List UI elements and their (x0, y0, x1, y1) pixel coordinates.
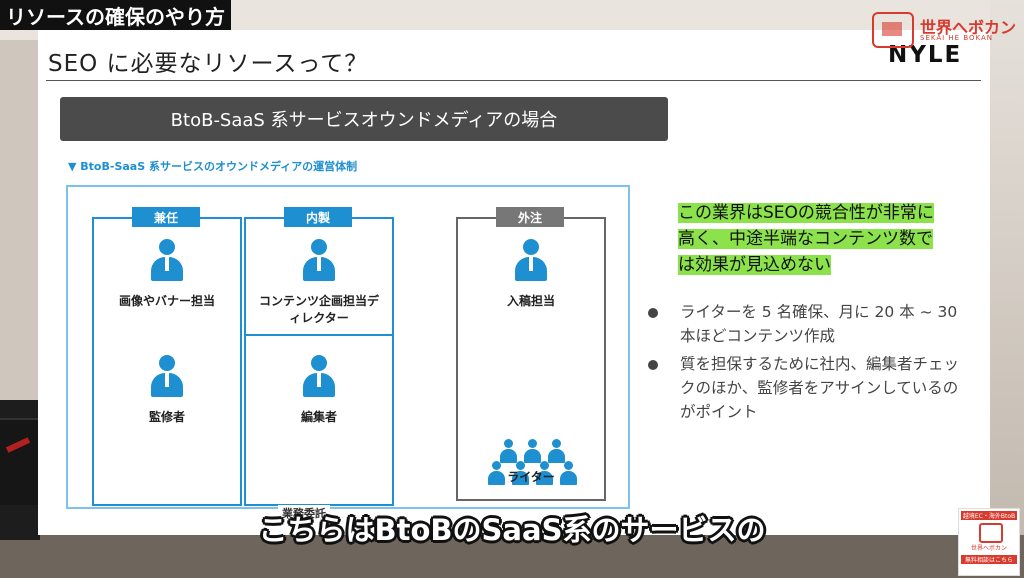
channel-subname: SEKAI HE BOKAN (920, 34, 994, 42)
chat-bubble-icon (872, 12, 914, 48)
column-tag: 内製 (284, 207, 352, 227)
list-item: 質を担保するために社内、編集者チェックのほか、監修者をアサインしているのがポイン… (642, 352, 972, 424)
list-item: ライターを 5 名確保、月に 20 本 ~ 30 本ほどコンテンツ作成 (642, 300, 972, 348)
person-icon (289, 239, 349, 287)
role-label: コンテンツ企画担当ディレクター (258, 294, 379, 325)
diagram-heading: ▼ BtoB-SaaS 系サービスのオウンドメディアの運営体制 (68, 160, 358, 173)
column-kennin: 兼任 画像やバナー担当 監修者 (92, 207, 242, 506)
column-tag: 兼任 (132, 207, 200, 227)
person-icon (137, 355, 197, 403)
slide-title: SEO に必要なリソースって？ (48, 51, 369, 77)
section-banner: BtoB-SaaS 系サービスオウンドメディアの場合 (60, 97, 668, 141)
chat-bubble-icon (979, 523, 1003, 543)
person-icon (137, 239, 197, 287)
role-label: 画像やバナー担当 (118, 294, 215, 308)
bullet-icon (648, 308, 658, 318)
writers-group-icon (482, 439, 582, 491)
column-divider (246, 334, 392, 336)
seo-emphasis: SEO (763, 203, 798, 223)
role-label: 入稿担当 (506, 294, 555, 308)
highlight-callout: この業界はSEOの競合性が非常に高く、中途半端なコンテンツ数では効果が見込めない (678, 203, 934, 275)
person-icon (289, 355, 349, 403)
role-label: 監修者 (148, 410, 185, 424)
presentation-slide: SEO に必要なリソースって？ NYLE BtoB-SaaS 系サービスオウンド… (38, 30, 990, 535)
video-subtitle: こちらはBtoBのSaaS系のサービスの (258, 513, 766, 547)
bullet-icon (648, 360, 658, 370)
laptop-image (0, 418, 38, 505)
channel-logo: 世界へボカン SEKAI HE BOKAN (872, 12, 1017, 48)
column-naisei: 内製 コンテンツ企画担当ディレクター 編集者 (244, 207, 394, 506)
column-gaichu: 外注 入稿担当 ライター (456, 207, 606, 501)
desk-background (0, 535, 1024, 578)
video-chapter-label: リソースの確保のやり方 (0, 0, 231, 30)
role-label: ライター (507, 470, 555, 484)
channel-name: 世界へボカン (920, 18, 1017, 37)
room-background-right (990, 0, 1024, 578)
bullet-list: ライターを 5 名確保、月に 20 本 ~ 30 本ほどコンテンツ作成 質を担保… (642, 300, 972, 428)
corner-ad-banner[interactable]: 越境EC・海外BtoB 世界へボカン 無料相談はこちら (958, 508, 1020, 576)
title-divider (46, 80, 981, 81)
column-tag: 外注 (496, 207, 564, 227)
role-label: 編集者 (300, 410, 337, 424)
outsourcing-label: 業務委託 (278, 505, 330, 521)
person-icon (501, 239, 561, 287)
org-diagram: 兼任 画像やバナー担当 監修者 内製 コンテンツ企画担当ディレクター 編集者 外… (66, 185, 630, 521)
